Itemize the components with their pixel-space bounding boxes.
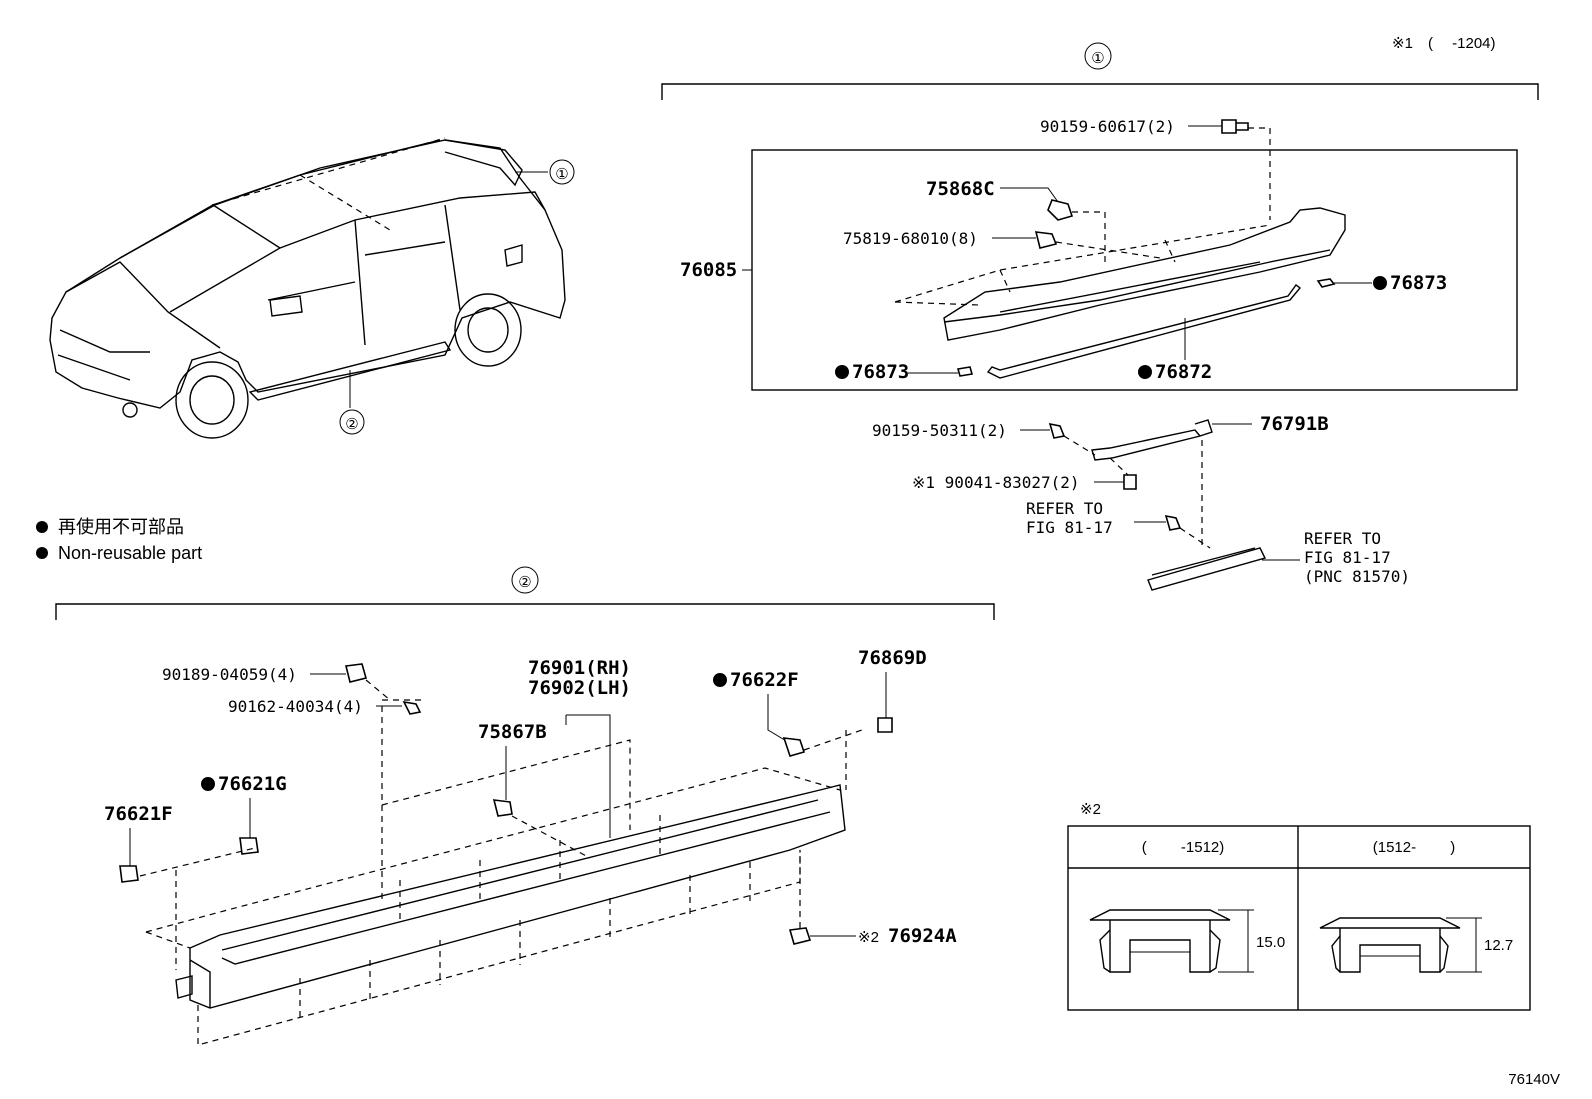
legend-en: Non-reusable part	[58, 543, 202, 563]
part-76872[interactable]: 76872	[1155, 361, 1212, 383]
part-76085[interactable]: 76085	[680, 259, 737, 281]
non-reusable-dot-icon	[36, 547, 48, 559]
clip-drawing-2	[1319, 917, 1482, 973]
clip-dimension-2: 12.7	[1484, 937, 1513, 954]
part-76901[interactable]: 76901(RH)	[528, 657, 631, 679]
non-reusable-dot-icon	[1373, 276, 1387, 290]
part-90041-83027[interactable]: ※1 90041-83027(2)	[912, 473, 1080, 492]
non-reusable-dot-icon	[713, 673, 727, 687]
part-90159-60617[interactable]: 90159-60617(2)	[1040, 117, 1175, 136]
part-75819-68010[interactable]: 75819-68010(8)	[843, 229, 978, 248]
part-76869D[interactable]: 76869D	[858, 647, 927, 669]
note-range: ( -1204)	[1428, 35, 1496, 52]
part-76791B[interactable]: 76791B	[1260, 413, 1329, 435]
part-76873-right[interactable]: 76873	[1390, 272, 1447, 294]
callout-1-group: ①	[1091, 50, 1104, 67]
refer-to-1a[interactable]: REFER TO	[1026, 499, 1103, 518]
non-reusable-dot-icon	[201, 777, 215, 791]
refer-to-1b[interactable]: FIG 81-17	[1026, 518, 1113, 537]
group-2-bracket	[55, 603, 995, 620]
part-76621G[interactable]: 76621G	[218, 773, 287, 795]
vehicle-illustration	[49, 137, 566, 439]
clip-variant-table	[1067, 825, 1531, 1011]
part-76924A[interactable]: 76924A	[888, 925, 957, 947]
part-76902[interactable]: 76902(LH)	[528, 677, 631, 699]
clip-table-title: ※2	[1080, 801, 1101, 818]
part-76924A-note: ※2	[858, 929, 879, 946]
part-75868C[interactable]: 75868C	[926, 178, 995, 200]
callout-2-group: ②	[518, 574, 531, 591]
non-reusable-dot-icon	[36, 521, 48, 533]
figure-code: 76140V	[1508, 1071, 1560, 1088]
legend-jp: 再使用不可部品	[58, 517, 184, 537]
part-90189-04059[interactable]: 90189-04059(4)	[162, 665, 297, 684]
non-reusable-dot-icon	[835, 365, 849, 379]
callout-2-car: ②	[345, 416, 358, 433]
refer-to-2b[interactable]: FIG 81-17	[1304, 548, 1391, 567]
refer-to-2c[interactable]: (PNC 81570)	[1304, 567, 1410, 586]
clip-drawing-1	[1089, 909, 1254, 973]
part-90159-50311[interactable]: 90159-50311(2)	[872, 421, 1007, 440]
clip-dimension-1: 15.0	[1256, 934, 1285, 951]
note-prefix: ※1	[1392, 35, 1413, 52]
clip-col-header-2: (1512- )	[1373, 839, 1456, 856]
part-75867B[interactable]: 75867B	[478, 721, 547, 743]
part-76873-left[interactable]: 76873	[852, 361, 909, 383]
spoiler-assembly-frame	[751, 149, 1518, 391]
callout-1-car: ①	[555, 166, 568, 183]
part-76621F[interactable]: 76621F	[104, 803, 173, 825]
non-reusable-dot-icon	[1138, 365, 1152, 379]
refer-to-2a[interactable]: REFER TO	[1304, 529, 1381, 548]
part-76622F[interactable]: 76622F	[730, 669, 799, 691]
clip-col-header-1: ( -1512)	[1142, 839, 1225, 856]
part-90162-40034[interactable]: 90162-40034(4)	[228, 697, 363, 716]
group-1-bracket	[661, 83, 1539, 100]
